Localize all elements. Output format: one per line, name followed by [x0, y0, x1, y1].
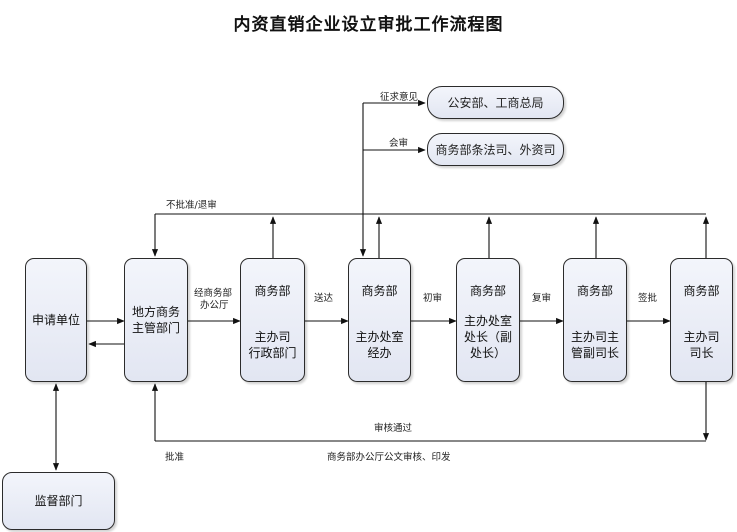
- approve-label: 批准: [165, 452, 185, 463]
- legal-foreign-node: 商务部条法司、外资司: [427, 133, 564, 166]
- admin-office-line3: 行政部门: [248, 346, 297, 360]
- deliver-label: 送达: [314, 293, 334, 304]
- handler-line3: 经办: [367, 346, 392, 360]
- admin-office-line2: 主办司: [254, 330, 291, 344]
- supervisor-label: 监督部门: [34, 494, 83, 508]
- first-review-label: 初审: [423, 293, 443, 304]
- reject-label: 不批准/退审: [166, 200, 217, 211]
- director-node: 商务部 主办司 司长: [670, 258, 733, 382]
- issue-label: 商务部办公厅公文审核、印发: [327, 452, 451, 463]
- page-title: 内资直销企业设立审批工作流程图: [233, 15, 504, 35]
- supervisor-node: 监督部门: [2, 472, 115, 530]
- deputy-director-line2: 主办司主: [570, 330, 619, 344]
- solicit-label: 征求意见: [380, 92, 419, 103]
- sign-label: 签批: [638, 293, 658, 304]
- deputy-director-line1: 商务部: [576, 284, 613, 298]
- director-line3: 司长: [689, 346, 714, 360]
- applicant-label: 申请单位: [31, 313, 80, 327]
- section-chief-node: 商务部 主办处室 处长（副 处长）: [456, 258, 520, 382]
- handler-line1: 商务部: [361, 284, 398, 298]
- handler-line2: 主办处室: [355, 330, 404, 344]
- admin-office-line1: 商务部: [254, 284, 291, 298]
- joint-review-label: 会审: [389, 138, 409, 149]
- via-office-label-line2: 办公厅: [200, 300, 229, 311]
- section-chief-line2: 主办处室: [463, 314, 512, 328]
- second-review-label: 复审: [532, 293, 552, 304]
- approved-label: 审核通过: [374, 423, 413, 434]
- local-dept-line2: 主管部门: [131, 321, 180, 335]
- local-dept-node: 地方商务 主管部门: [124, 258, 188, 382]
- director-line1: 商务部: [683, 284, 720, 298]
- director-line2: 主办司: [683, 330, 720, 344]
- via-office-label-line1: 经商务部: [194, 288, 233, 299]
- applicant-node: 申请单位: [25, 258, 87, 382]
- deputy-director-line3: 管副司长: [570, 346, 619, 360]
- handler-node: 商务部 主办处室 经办: [348, 258, 411, 382]
- section-chief-line3: 处长（副: [463, 330, 512, 344]
- admin-office-node: 商务部 主办司 行政部门: [240, 258, 305, 382]
- section-chief-line1: 商务部: [469, 284, 506, 298]
- police-commerce-node: 公安部、工商总局: [427, 86, 564, 119]
- local-dept-line1: 地方商务: [131, 305, 180, 319]
- section-chief-line4: 处长）: [469, 346, 506, 360]
- deputy-director-node: 商务部 主办司主 管副司长: [563, 258, 627, 382]
